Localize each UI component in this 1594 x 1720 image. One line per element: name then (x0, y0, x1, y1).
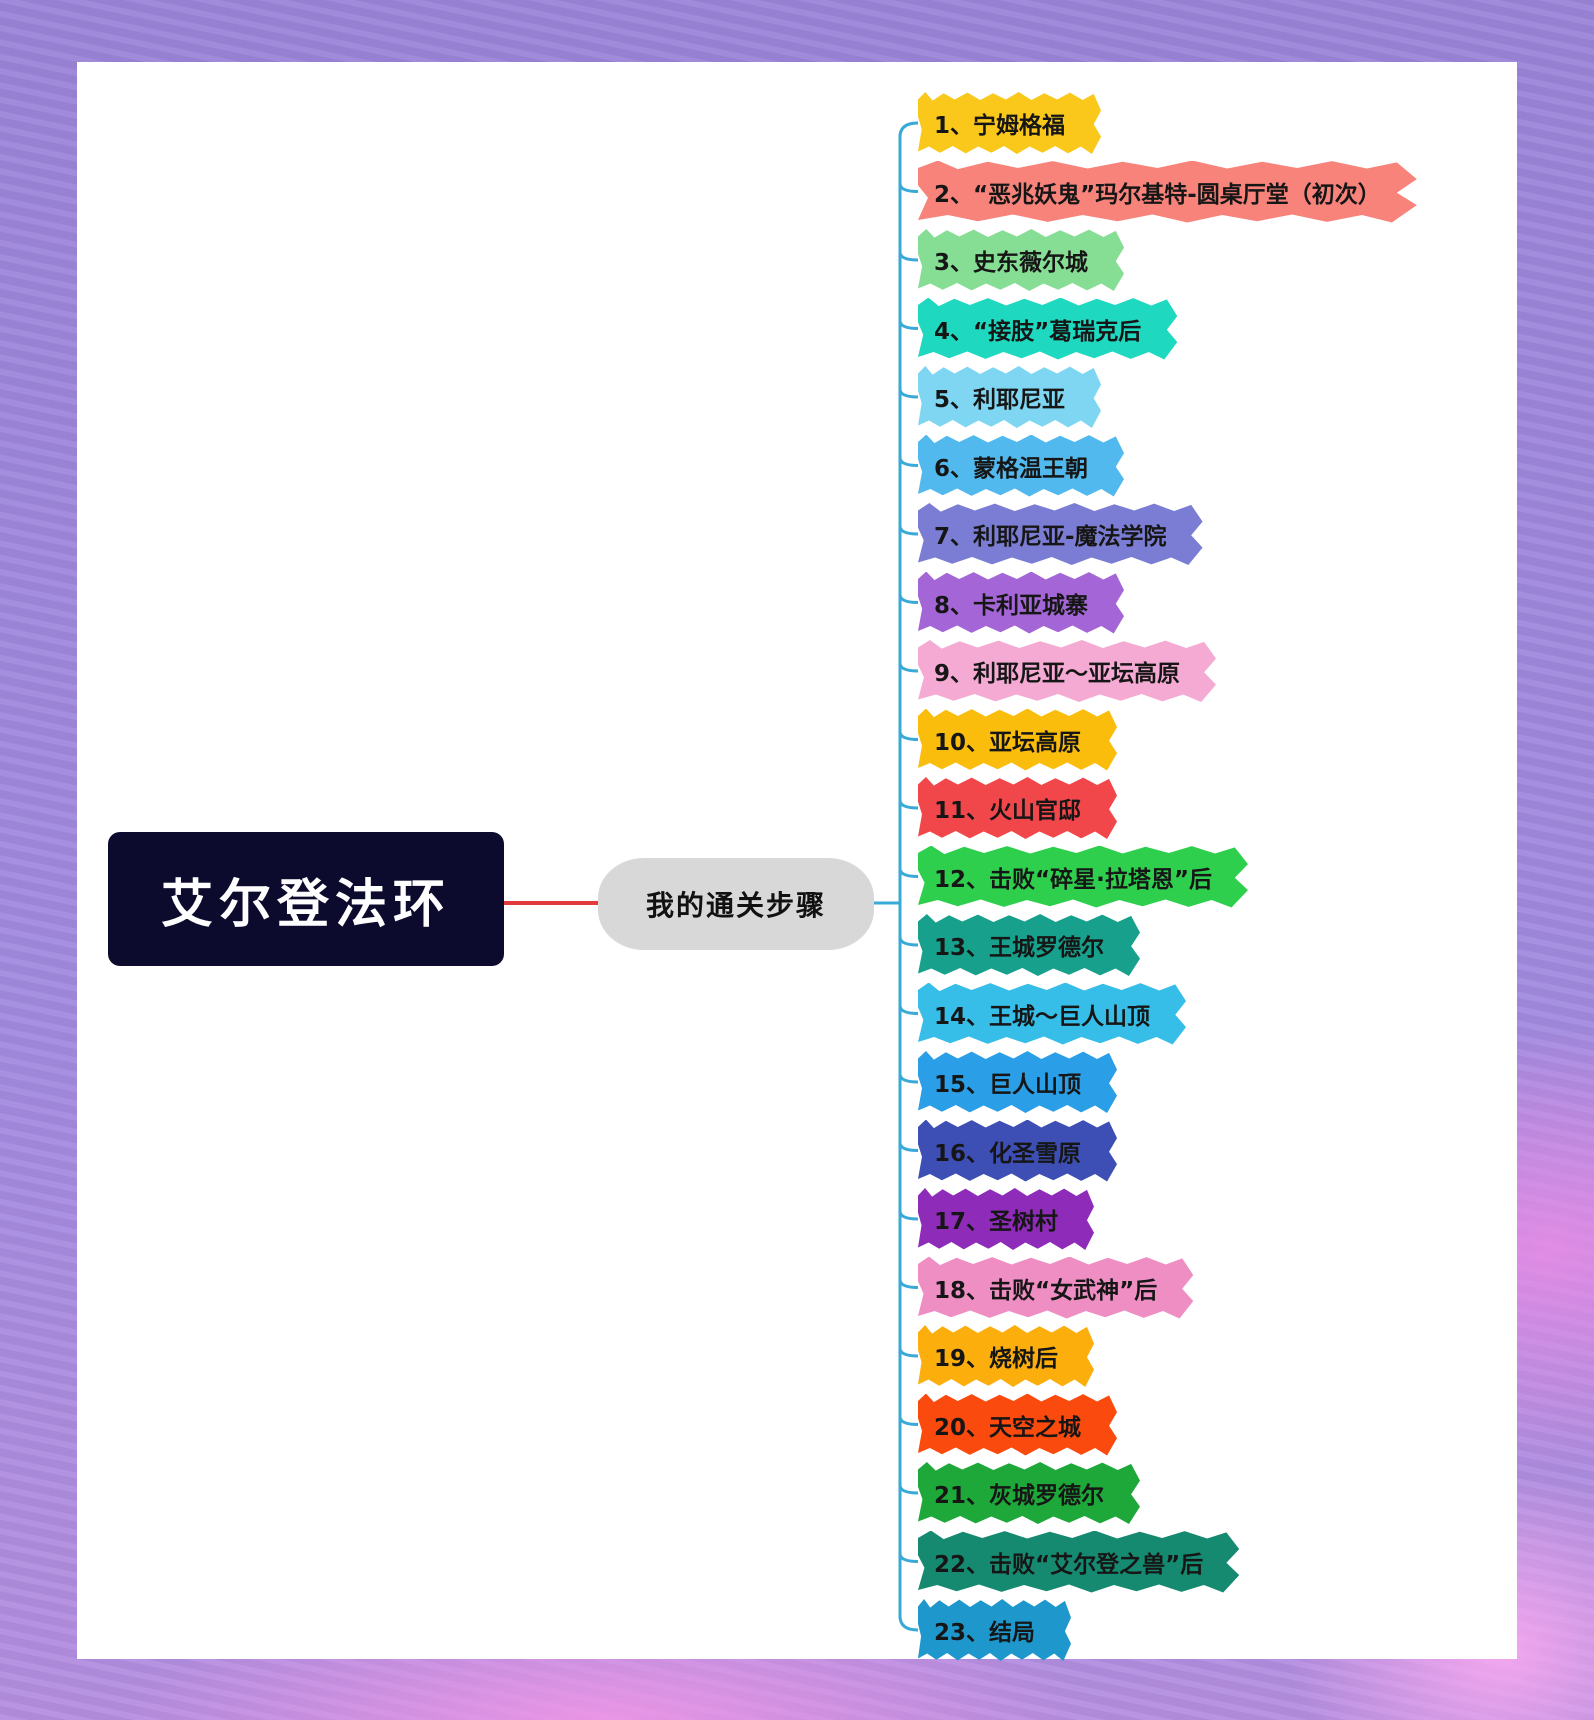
step-label: 14、王城～巨人山顶 (934, 1003, 1151, 1030)
root-node-label: 艾尔登法环 (160, 874, 451, 935)
branch-stub-20 (898, 1416, 919, 1426)
step-item-17[interactable]: 17、圣树村 (918, 1188, 1095, 1250)
step-label: 23、结局 (934, 1620, 1036, 1646)
branch-stub-18 (898, 1279, 919, 1289)
mid-node-label: 我的通关步骤 (645, 889, 826, 922)
branch-stub-19 (898, 1347, 919, 1358)
step-item-18[interactable]: 18、击败“女武神”后 (918, 1256, 1194, 1319)
step-item-21[interactable]: 21、灰城罗德尔 (918, 1462, 1141, 1524)
step-label: 17、圣树村 (934, 1209, 1059, 1235)
branch-stub-7 (898, 525, 919, 536)
branch-stub-13 (898, 936, 919, 947)
step-item-20[interactable]: 20、天空之城 (918, 1393, 1118, 1456)
step-item-16[interactable]: 16、化圣雪原 (918, 1119, 1118, 1182)
branch-stub-2 (898, 183, 919, 193)
step-item-1[interactable]: 1、宁姆格福 (918, 92, 1102, 154)
step-item-9[interactable]: 9、利耶尼亚～亚坛高原 (918, 640, 1217, 702)
step-label: 13、王城罗德尔 (934, 935, 1105, 961)
step-label: 21、灰城罗德尔 (934, 1483, 1105, 1509)
branch-stub-5 (898, 388, 919, 399)
branch-stub-3 (898, 251, 919, 262)
root-node[interactable]: 艾尔登法环 (108, 832, 504, 966)
step-label: 11、火山官邸 (934, 798, 1082, 824)
step-item-5[interactable]: 5、利耶尼亚 (918, 366, 1102, 428)
step-item-22[interactable]: 22、击败“艾尔登之兽”后 (918, 1530, 1240, 1593)
branch-stub-17 (898, 1210, 919, 1221)
step-label: 5、利耶尼亚 (934, 387, 1066, 413)
step-item-8[interactable]: 8、卡利亚城寨 (918, 571, 1125, 634)
branch-stub-1 (898, 121, 919, 138)
branch-stub-6 (898, 457, 919, 467)
branch-stub-8 (898, 594, 919, 604)
step-item-7[interactable]: 7、利耶尼亚-魔法学院 (918, 503, 1203, 565)
step-label: 19、烧树后 (934, 1346, 1059, 1372)
step-item-4[interactable]: 4、“接肢”葛瑞克后 (918, 297, 1178, 360)
step-label: 6、蒙格温王朝 (934, 455, 1089, 482)
step-item-11[interactable]: 11、火山官邸 (918, 777, 1118, 839)
branch-stub-14 (898, 1005, 919, 1015)
step-item-6[interactable]: 6、蒙格温王朝 (918, 434, 1125, 497)
branch-stub-12 (898, 868, 919, 878)
step-item-13[interactable]: 13、王城罗德尔 (918, 914, 1141, 976)
step-label: 18、击败“女武神”后 (934, 1277, 1158, 1304)
branch-stub-15 (898, 1073, 919, 1084)
step-label: 3、史东薇尔城 (934, 250, 1089, 276)
step-item-2[interactable]: 2、“恶兆妖鬼”玛尔基特-圆桌厅堂（初次） (918, 160, 1417, 223)
step-label: 8、卡利亚城寨 (934, 592, 1089, 619)
step-item-10[interactable]: 10、亚坛高原 (918, 708, 1118, 771)
step-label: 16、化圣雪原 (934, 1140, 1082, 1167)
step-label: 10、亚坛高原 (934, 729, 1082, 756)
branch-stub-11 (898, 799, 919, 810)
step-label: 12、击败“碎星·拉塔恩”后 (934, 866, 1212, 893)
branch-stub-16 (898, 1142, 919, 1152)
branch-stub-10 (898, 731, 919, 741)
step-label: 22、击败“艾尔登之兽”后 (934, 1551, 1204, 1578)
step-label: 7、利耶尼亚-魔法学院 (934, 524, 1167, 550)
step-label: 1、宁姆格福 (934, 113, 1066, 139)
step-item-19[interactable]: 19、烧树后 (918, 1325, 1095, 1387)
step-label: 2、“恶兆妖鬼”玛尔基特-圆桌厅堂（初次） (934, 181, 1381, 208)
step-label: 20、天空之城 (934, 1414, 1082, 1441)
step-label: 4、“接肢”葛瑞克后 (934, 318, 1142, 345)
step-label: 9、利耶尼亚～亚坛高原 (934, 661, 1181, 687)
step-item-14[interactable]: 14、王城～巨人山顶 (918, 982, 1187, 1045)
step-item-3[interactable]: 3、史东薇尔城 (918, 229, 1125, 291)
branch-stub-9 (898, 662, 919, 673)
branch-stub-4 (898, 320, 919, 330)
step-label: 15、巨人山顶 (934, 1072, 1082, 1098)
step-item-12[interactable]: 12、击败“碎星·拉塔恩”后 (918, 845, 1248, 908)
step-item-15[interactable]: 15、巨人山顶 (918, 1051, 1118, 1113)
branch-stub-23 (898, 1615, 919, 1632)
step-item-23[interactable]: 23、结局 (918, 1599, 1072, 1661)
branch-stub-22 (898, 1553, 919, 1563)
branch-stub-21 (898, 1484, 919, 1495)
mid-node[interactable]: 我的通关步骤 (598, 858, 874, 950)
